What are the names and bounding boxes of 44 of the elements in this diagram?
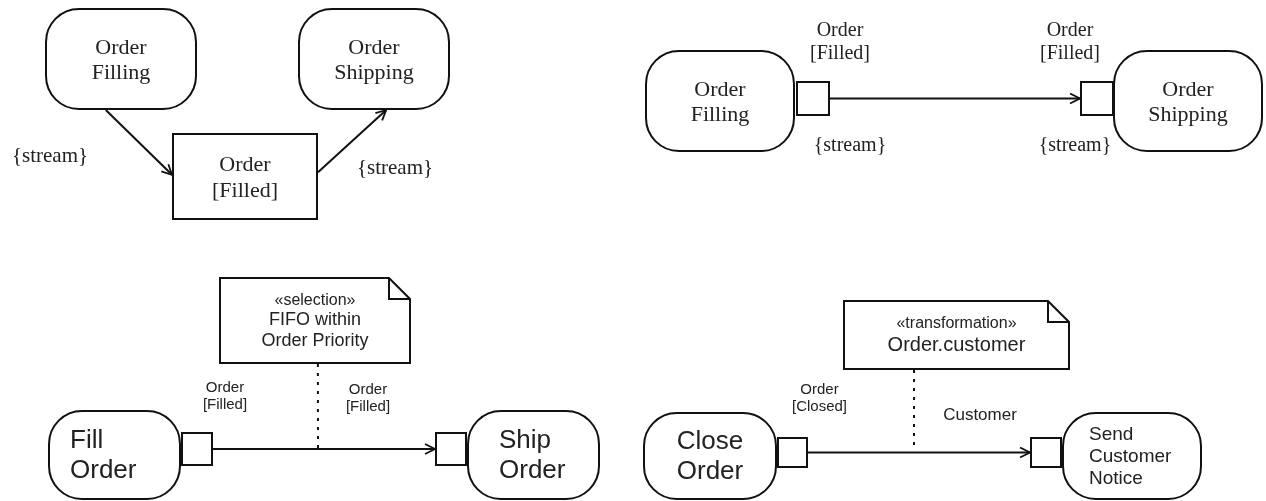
stereotype-label: «transformation»: [896, 314, 1017, 333]
action-box: [1113, 50, 1263, 152]
action-box: [298, 8, 450, 110]
pin-label: Order [Filled]: [344, 380, 392, 415]
node-label: Order Shipping: [333, 33, 415, 85]
pin-box: [1080, 81, 1114, 116]
stereotype-label: «selection»: [274, 290, 356, 309]
arrow: [212, 443, 436, 455]
edge-label: {stream}: [355, 155, 435, 180]
pin-box: [1030, 437, 1062, 468]
node-label: Ship Order: [499, 425, 567, 485]
object-box: [172, 133, 318, 220]
pin-box: [435, 432, 467, 466]
node-label: Order [Filled]: [211, 151, 279, 202]
arrow: [829, 92, 1081, 105]
note-text: Order.customer: [887, 332, 1026, 356]
arrow: [317, 109, 388, 174]
note: [219, 277, 411, 364]
action-box: [645, 50, 795, 152]
pin-label: {stream}: [812, 133, 888, 156]
pin-label: Order [Filled]: [201, 378, 249, 413]
leader-line: [316, 363, 319, 450]
pin-box: [796, 81, 830, 116]
node-label: Order Filling: [689, 75, 751, 127]
node-label: Fill Order: [70, 425, 138, 485]
node-label: Close Order: [675, 426, 745, 486]
pin-label: Customer: [942, 405, 1018, 425]
action-box: [467, 410, 600, 500]
pin-label: Order [Closed]: [791, 380, 848, 415]
action-box: [45, 8, 197, 110]
pin-label: Order [Filled]: [1039, 18, 1101, 64]
note: [843, 300, 1070, 370]
pin-box: [777, 437, 808, 468]
edge-label: {stream}: [10, 143, 90, 168]
arrow: [104, 109, 173, 176]
pin-label: {stream}: [1037, 133, 1113, 156]
node-label: Order Filling: [90, 33, 152, 85]
pin-label: Order [Filled]: [809, 18, 871, 64]
arrow: [807, 446, 1031, 459]
note-text: FIFO within Order Priority: [260, 309, 370, 351]
action-box: [1062, 412, 1202, 500]
node-label: Send Customer Notice: [1089, 423, 1173, 489]
pin-box: [181, 432, 213, 466]
node-label: Order Shipping: [1147, 75, 1229, 127]
